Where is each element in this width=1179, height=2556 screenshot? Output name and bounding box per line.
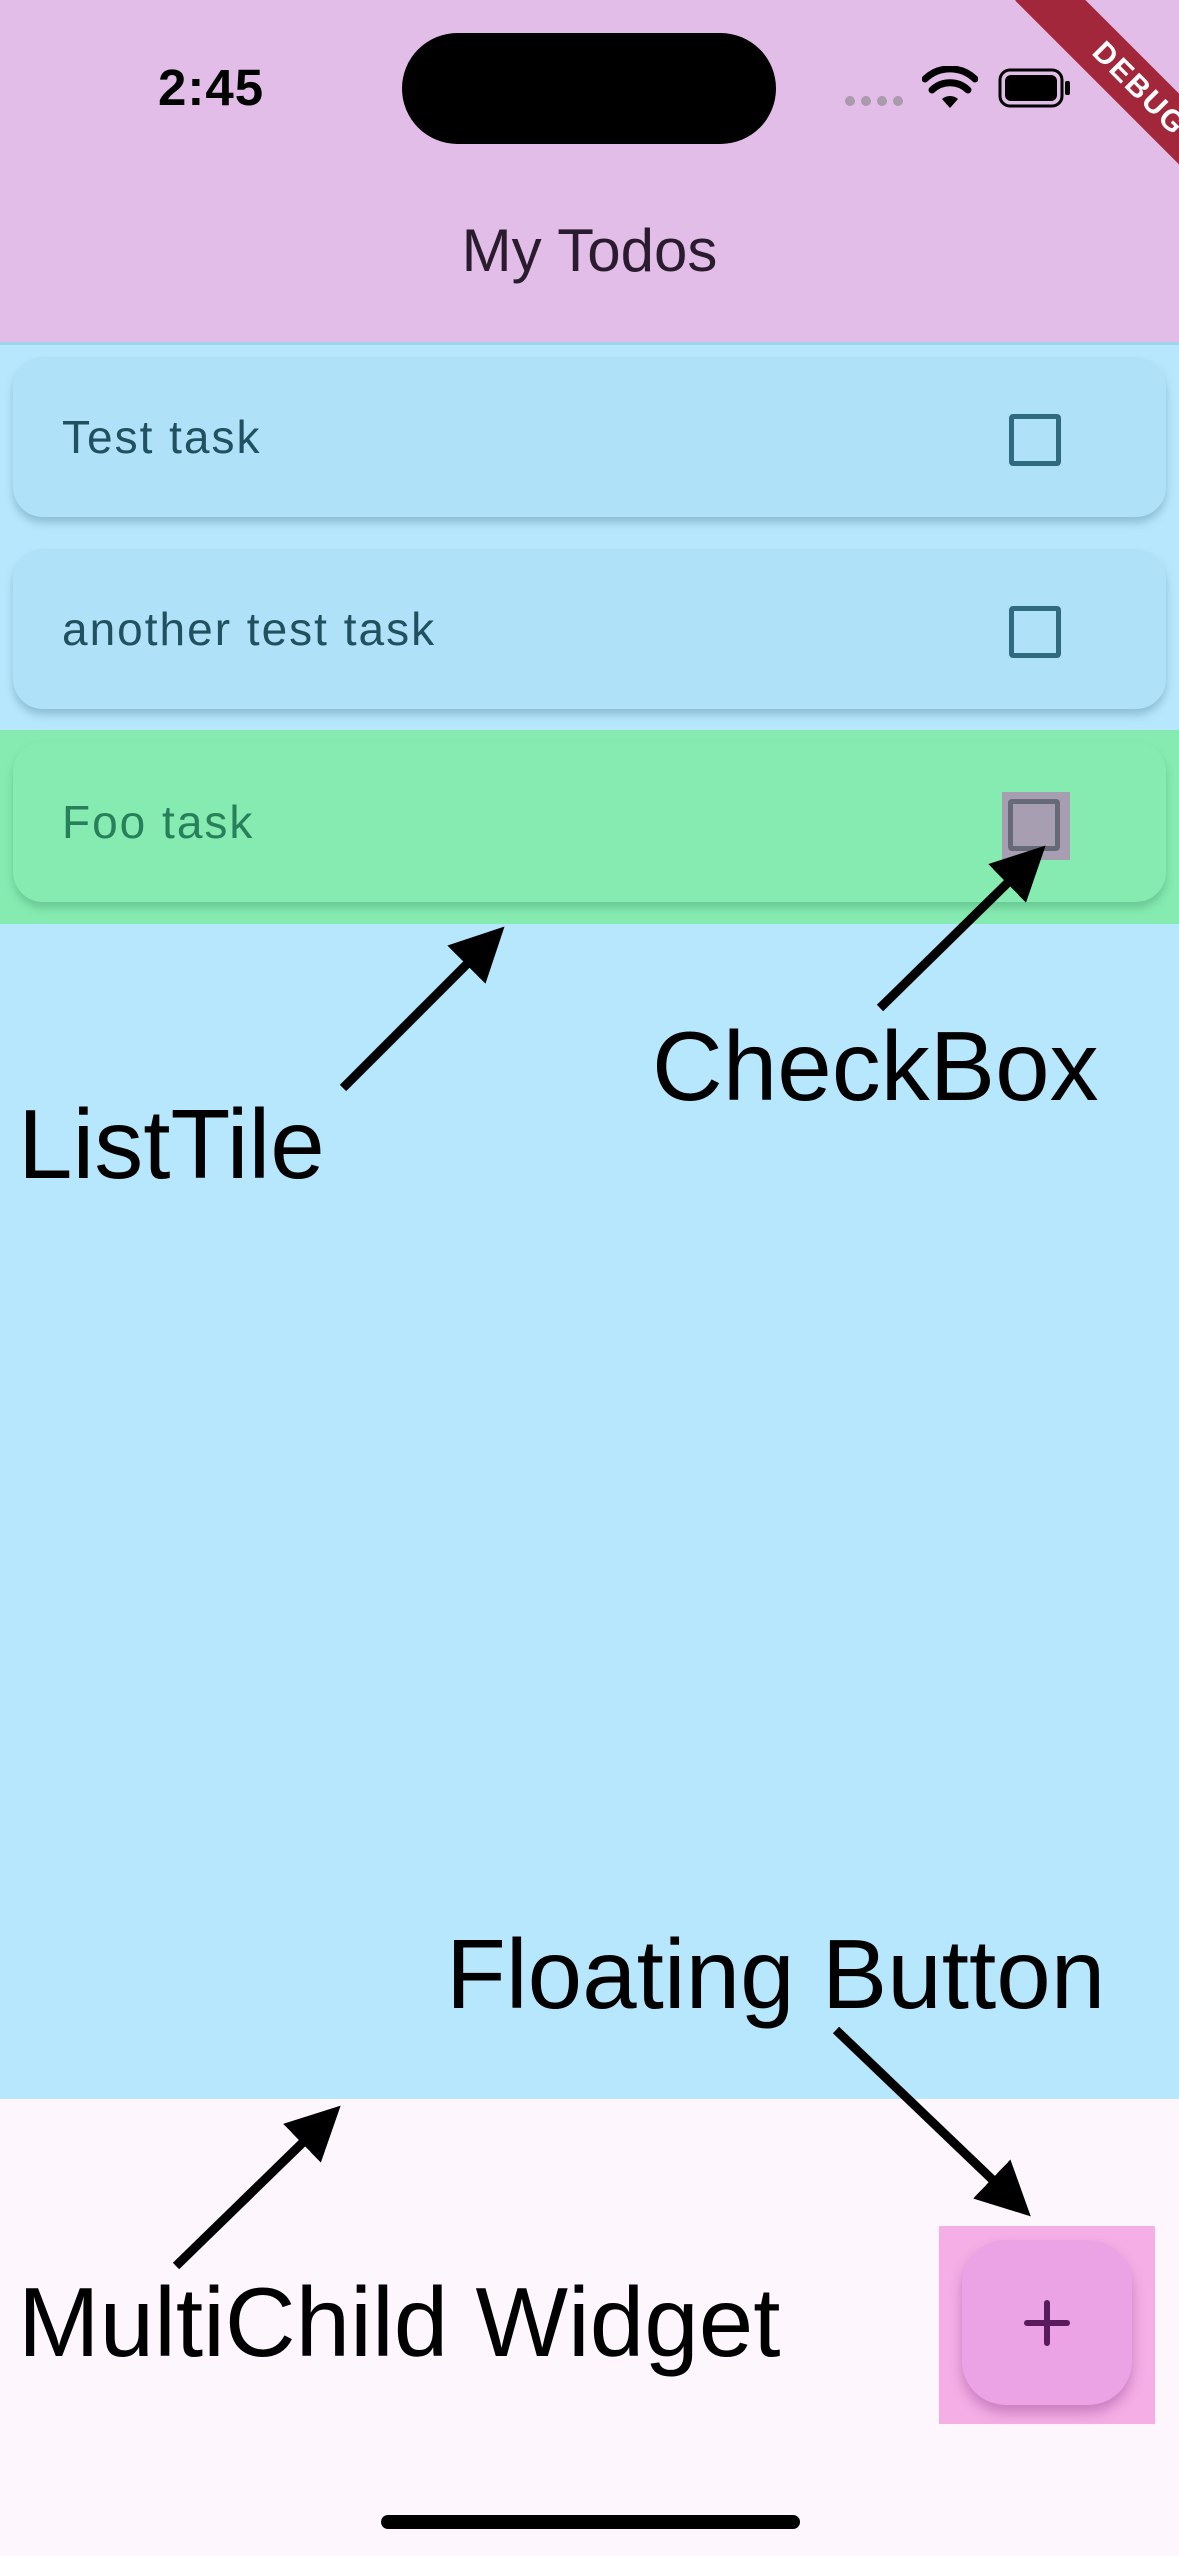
annotation-checkbox: CheckBox — [652, 1011, 1099, 1121]
arrow-multichild — [172, 2105, 341, 2270]
todo-title: Test task — [62, 411, 262, 463]
annotation-list-tile: ListTile — [18, 1089, 325, 1199]
home-indicator[interactable] — [381, 2515, 800, 2529]
app-bar — [0, 180, 1179, 345]
page-title: My Todos — [461, 217, 718, 284]
signal-icon — [845, 96, 905, 106]
todo-checkbox[interactable] — [1009, 414, 1061, 466]
list-tile[interactable]: another test task — [13, 549, 1166, 709]
todo-checkbox[interactable] — [1009, 606, 1061, 658]
todo-title: Foo task — [62, 796, 255, 848]
add-todo-button[interactable] — [962, 2240, 1132, 2405]
plus-icon — [1024, 2300, 1070, 2346]
todo-title: another test task — [62, 603, 437, 655]
list-tile[interactable]: Foo task — [13, 742, 1166, 902]
status-bar: 2:45 — [0, 0, 1179, 180]
status-time: 2:45 — [158, 59, 265, 116]
annotation-floating-button: Floating Button — [446, 1919, 1106, 2029]
wifi-icon — [922, 66, 978, 108]
battery-icon — [998, 68, 1070, 108]
annotation-multichild: MultiChild Widget — [18, 2267, 781, 2377]
list-tile[interactable]: Test task — [13, 357, 1166, 517]
dynamic-island — [402, 33, 776, 144]
todo-checkbox[interactable] — [1008, 799, 1060, 851]
